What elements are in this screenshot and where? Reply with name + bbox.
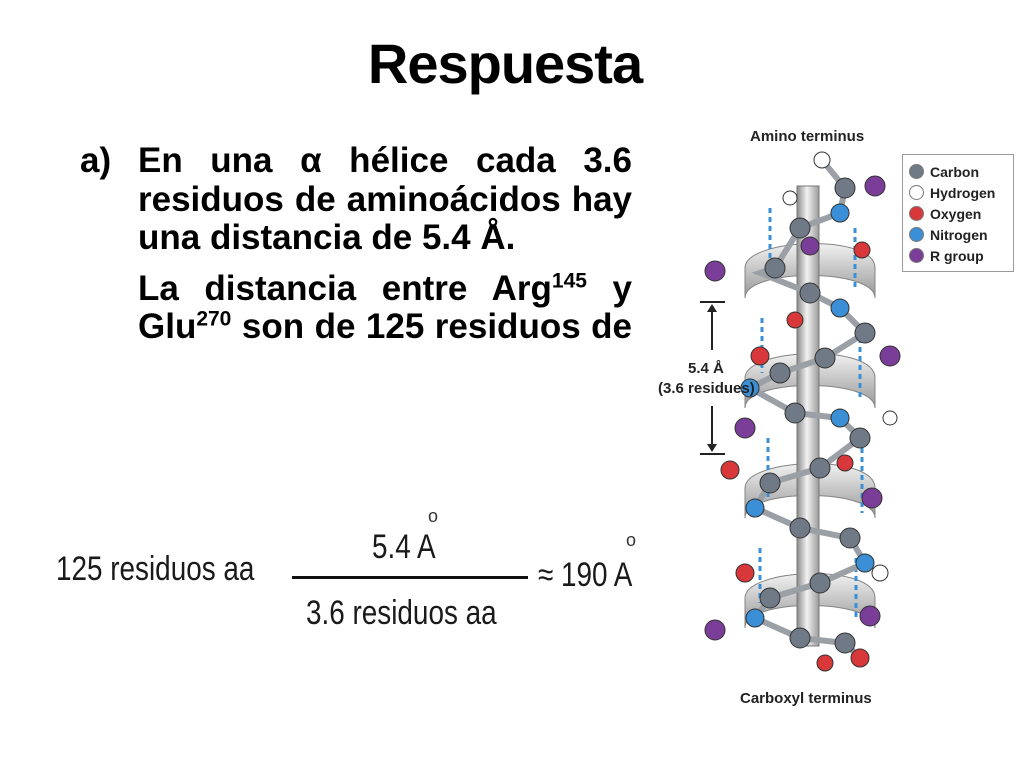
legend-item-nitrogen: Nitrogen: [909, 224, 1009, 245]
rise-sublabel: (3.6 residues): [658, 380, 755, 397]
atoms: [704, 151, 901, 672]
paragraph-1: En una α hélice cada 3.6 residuos de ami…: [138, 141, 632, 257]
legend-label: Hydrogen: [930, 184, 996, 201]
angstrom-ring-result: o: [626, 530, 637, 550]
rise-label: 5.4 Å: [688, 360, 724, 377]
glu-superscript: 270: [196, 307, 232, 331]
formula-numerator: 5.4 A: [372, 528, 436, 566]
legend-item-carbon: Carbon: [909, 161, 1009, 182]
paragraph-2: La distancia entre Arg145 y Glu270 son d…: [138, 268, 632, 347]
r-group-dot-icon: [909, 248, 924, 263]
formula-lhs: 125 residuos aa: [56, 550, 255, 588]
slide-title: Respuesta: [367, 32, 643, 95]
legend-item-r-group: R group: [909, 245, 1009, 266]
legend-label: R group: [930, 247, 984, 264]
arg-superscript: 145: [551, 268, 587, 292]
fraction-bar: [292, 576, 528, 579]
alpha-helix-figure: Amino terminus Carboxyl terminus 5.4 Å (…: [650, 118, 1020, 718]
formula-denominator: 3.6 residuos aa: [306, 594, 497, 632]
legend-item-oxygen: Oxygen: [909, 203, 1009, 224]
formula-result: ≈ 190 A: [538, 556, 633, 594]
para2-part1: La distancia entre Arg: [138, 268, 552, 308]
alpha-helix-illustration: [700, 151, 901, 672]
legend-label: Oxygen: [930, 205, 982, 222]
carboxyl-terminus-label: Carboxyl terminus: [740, 690, 872, 707]
legend-label: Nitrogen: [930, 226, 988, 243]
para2-part3: son de 125 residuos de: [231, 307, 632, 346]
hydrogen-bonds: [758, 208, 864, 618]
distance-formula: 125 residuos aa o 5.4 A 3.6 residuos aa …: [0, 500, 660, 650]
atom-legend: Carbon Hydrogen Oxygen Nitrogen R group: [902, 154, 1014, 272]
answer-item-a: a) En una α hélice cada 3.6 residuos de …: [80, 141, 632, 258]
angstrom-ring: o: [428, 506, 439, 526]
oxygen-dot-icon: [909, 206, 924, 221]
legend-item-hydrogen: Hydrogen: [909, 182, 1009, 203]
legend-label: Carbon: [930, 163, 979, 180]
carbon-dot-icon: [909, 164, 924, 179]
hydrogen-dot-icon: [909, 185, 924, 200]
rise-dimension-marker: [700, 301, 725, 455]
amino-terminus-label: Amino terminus: [750, 128, 865, 145]
item-label: a): [80, 141, 112, 180]
answer-text: a) En una α hélice cada 3.6 residuos de …: [80, 141, 632, 347]
para2-part2: y Glu: [138, 268, 632, 346]
nitrogen-dot-icon: [909, 227, 924, 242]
